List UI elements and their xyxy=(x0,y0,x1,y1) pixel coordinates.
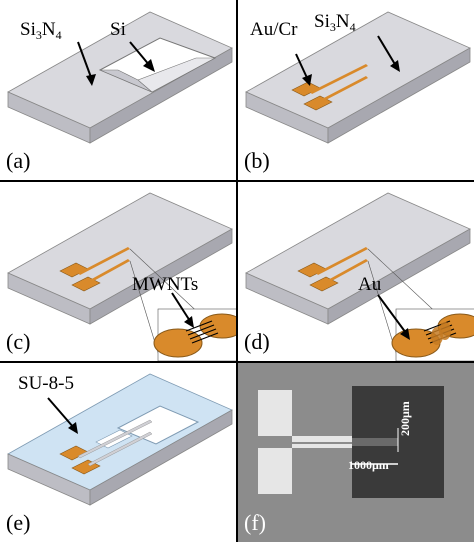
panel-b: Au/Cr Si3N4 (b) xyxy=(238,0,474,180)
slab-with-mwnts-illustration xyxy=(7,192,237,361)
panel-e: SU-8-5 (e) xyxy=(0,362,237,542)
mwnts-label: MWNTs xyxy=(132,274,199,295)
au-label: Au xyxy=(358,274,382,295)
slab-with-cavity-illustration xyxy=(7,11,233,145)
arrow-su85 xyxy=(47,397,75,429)
panel-label-c: (c) xyxy=(6,329,31,354)
sem-micrograph xyxy=(238,362,474,542)
panel-f: 1000μm 200μm (f) xyxy=(238,362,474,542)
panel-c: MWNTs (c) xyxy=(0,181,237,361)
aucr-label: Au/Cr xyxy=(250,19,298,40)
si-label: Si xyxy=(110,19,126,40)
scale-bar-vertical-label: 200μm xyxy=(398,401,412,436)
panel-d: Au (d) xyxy=(238,181,474,361)
si3n4-label-b: Si3N4 xyxy=(314,11,356,34)
panel-a: Si3N4 Si (a) xyxy=(0,0,237,180)
panel-divider-vertical xyxy=(236,0,238,542)
panel-divider-row-1 xyxy=(0,180,474,182)
panel-label-d: (d) xyxy=(244,329,270,354)
arrow-si xyxy=(129,41,151,67)
slab-with-electrodes-illustration xyxy=(245,11,471,144)
arrow-aucr xyxy=(295,53,309,81)
si3n4-label: Si3N4 xyxy=(20,19,62,42)
scale-bar-horizontal-label: 1000μm xyxy=(348,458,389,472)
arrow-si3n4-b xyxy=(377,35,397,67)
panel-label-e: (e) xyxy=(6,510,31,535)
panel-divider-row-2 xyxy=(0,361,474,363)
panel-label-a: (a) xyxy=(6,148,31,173)
panel-label-f: (f) xyxy=(244,510,266,535)
su85-label: SU-8-5 xyxy=(18,373,74,394)
slab-with-su8-illustration xyxy=(7,373,233,506)
arrow-au xyxy=(377,294,407,334)
arrow-mwnts xyxy=(171,292,191,322)
panel-label-b: (b) xyxy=(244,148,270,173)
arrow-si3n4 xyxy=(77,41,93,81)
slab-with-au-contacts-illustration xyxy=(245,192,474,361)
